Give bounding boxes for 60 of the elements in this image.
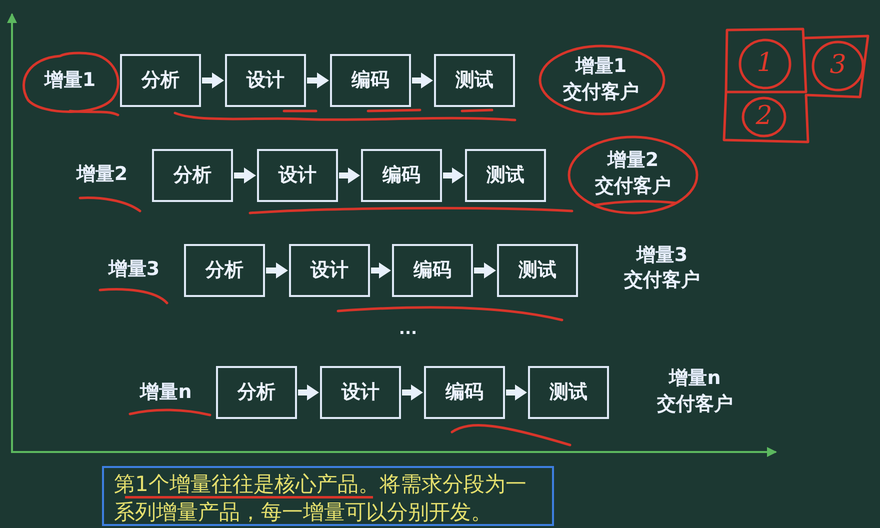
arrow <box>443 168 464 184</box>
step-label: 设计 <box>310 259 348 282</box>
arrow <box>202 72 224 88</box>
process-box <box>424 366 505 419</box>
process-box <box>289 244 370 297</box>
delivery-label: 增量2 <box>607 150 659 172</box>
handwritten-number: 2 <box>756 102 772 132</box>
arrow <box>298 384 319 400</box>
delivery-label: 增量3 <box>636 245 688 267</box>
process-box <box>497 244 578 297</box>
delivery-label: 增量n <box>669 368 721 390</box>
step-label: 分析 <box>174 164 212 187</box>
handwritten-number: 1 <box>756 49 774 79</box>
process-box <box>152 149 233 202</box>
process-box <box>320 366 401 419</box>
process-box <box>216 366 297 419</box>
handwritten-number: 3 <box>830 51 846 81</box>
step-label: 设计 <box>278 164 316 187</box>
arrow <box>339 168 360 184</box>
delivery-label: 交付客户 <box>595 176 671 198</box>
arrow <box>371 262 391 278</box>
arrow <box>412 72 433 88</box>
increment-label: 增量3 <box>108 259 160 281</box>
step-label: 分析 <box>238 381 276 404</box>
arrow <box>506 384 527 400</box>
process-box <box>184 244 265 297</box>
increment-label: 增量n <box>140 382 192 404</box>
arrow <box>266 262 288 278</box>
step-label: 测试 <box>486 164 524 187</box>
step-label: 编码 <box>382 164 420 187</box>
increment-label: 增量2 <box>76 164 128 186</box>
step-label: 测试 <box>518 259 556 282</box>
delivery-label: 交付客户 <box>624 270 700 292</box>
arrow <box>402 384 423 400</box>
ellipsis-mark: ... <box>398 320 418 338</box>
process-box <box>392 244 473 297</box>
process-box <box>120 54 201 107</box>
step-label: 设计 <box>342 381 380 404</box>
step-label: 测试 <box>550 381 588 404</box>
arrow <box>234 168 256 184</box>
step-label: 编码 <box>446 381 484 404</box>
process-box <box>465 149 546 202</box>
delivery-label: 交付客户 <box>563 82 639 104</box>
step-label: 设计 <box>246 69 284 92</box>
delivery-label: 增量1 <box>575 56 627 78</box>
step-label: 编码 <box>414 259 452 282</box>
step-label: 测试 <box>456 69 494 92</box>
step-label: 编码 <box>352 69 390 92</box>
increment-label: 增量1 <box>44 70 96 92</box>
step-label: 分析 <box>206 259 244 282</box>
arrow <box>307 72 329 88</box>
process-box <box>434 54 515 107</box>
process-box <box>225 54 306 107</box>
step-label: 分析 <box>142 69 180 92</box>
process-box <box>528 366 609 419</box>
arrow <box>474 262 496 278</box>
process-box <box>330 54 411 107</box>
delivery-label: 交付客户 <box>657 394 733 416</box>
process-box <box>361 149 442 202</box>
process-box <box>257 149 338 202</box>
